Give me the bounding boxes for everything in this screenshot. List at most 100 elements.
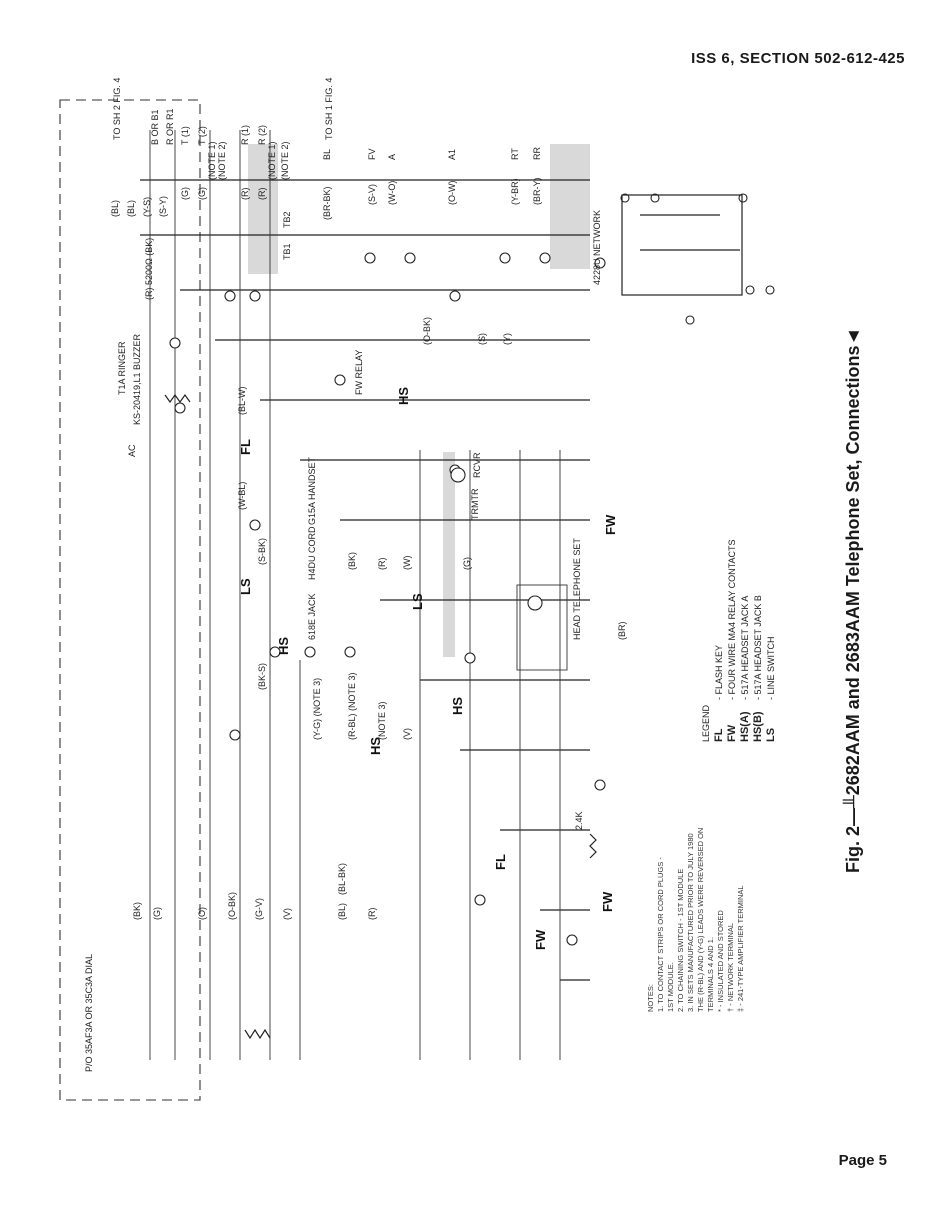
mid-wire-label: (Y-G) (NOTE 3) [312,678,322,740]
mid-wire-label: (W-BL) [237,482,247,510]
mid-wire-label: (BK) [347,552,357,570]
dial-wire-label: (BK) [132,902,142,920]
terminal-strip-tb1 [248,144,278,274]
network-label: 4228U NETWORK [592,210,602,285]
note-line: 3. IN SETS MANUFACTURED PRIOR TO JULY 19… [686,833,695,1012]
wire-label: (BL) [110,200,120,217]
wire-label: (Y-BR) [510,178,520,205]
handset-strip [443,452,455,657]
wire-label: (BL) [126,200,136,217]
dial-resistor [244,1028,271,1040]
svg-text:LS: LS [410,593,425,610]
ac-label: AC [127,444,137,457]
wire-label: (O-W) [447,181,457,206]
note-line: † - NETWORK TERMINAL [726,922,735,1012]
wire-label: (R) [257,188,267,201]
dial-wire-label: (R) [367,908,377,921]
wire-label: (W-O) [387,181,397,205]
note-line: TERMINALS 4 AND 1. [706,936,715,1012]
dial-wire-label: (G) [152,907,162,920]
wire-label: (BR-Y) [532,178,542,206]
network-box [621,194,743,296]
head-set-label: HEAD TELEPHONE SET [572,538,582,640]
end-code: T (2) [197,126,207,145]
svg-text:HS: HS [396,387,411,405]
mid-wire-label: (G) [462,557,472,570]
dial-wire-label: (V) [282,908,292,920]
svg-text:FW: FW [533,929,548,950]
fw-relay-label: FW RELAY [354,350,364,395]
wire-label: (Y-S) [142,197,152,217]
dial-wire-label: (O) [197,907,207,920]
svg-text:HS: HS [450,697,465,715]
tb2-label: TB2 [282,211,292,228]
end-code: R (2) [257,125,267,145]
note-ref: (NOTE 1) [267,141,277,180]
end-code: RR [532,147,542,160]
mid-wire-label: (V) [402,728,412,740]
page-header: ISS 6, SECTION 502-612-425 [691,50,905,67]
mid-wire-label: (W) [402,556,412,571]
end-code: A [387,154,397,160]
end-code: FV [367,148,377,160]
legend-item: HS(B)- 517A HEADSET JACK B [752,595,764,742]
legend-title: LEGEND [701,704,711,742]
page-number: Page 5 [838,1152,887,1169]
notes-block: NOTES: 1. TO CONTACT STRIPS OR CORD PLUG… [646,828,746,1012]
dial-box [59,99,201,1101]
end-code: R (1) [240,125,250,145]
end-code: B OR B1 [150,109,160,145]
wire-label: (G) [197,187,207,200]
note-line: THE (R-BL) AND (Y-G) LEADS WERE REVERSED… [696,827,705,1012]
figure-caption: Fig. 2—╨2682AAM and 2683AAM Telephone Se… [843,327,863,873]
end-code: A1 [447,149,457,160]
notes-title: NOTES: [646,984,655,1012]
ringer-label: T1A RINGER [117,341,127,395]
to-sh2-label: TO SH 2 FIG. 4 [112,78,122,140]
svg-text:FW: FW [600,891,615,912]
wire-label: (G) [180,187,190,200]
legend-item: LS- LINE SWITCH [765,636,777,742]
mid-wire-label: (NOTE 3) [377,701,387,740]
resistor-label: 2.4K [574,811,584,830]
svg-text:HS: HS [276,637,291,655]
mid-wire-label: (BK-S) [257,663,267,690]
mid-wire-label: (S) [477,333,487,345]
legend-block: LEGEND FL- FLASH KEY FW- FOUR WIRE MA4 R… [700,539,778,742]
svg-text:LS: LS [238,578,253,595]
end-code: R OR R1 [165,108,175,145]
note-line: 1. TO CONTACT STRIPS OR CORD PLUGS - [656,857,665,1012]
legend-item: FW- FOUR WIRE MA4 RELAY CONTACTS [726,539,738,742]
tb1-label: TB1 [282,243,292,260]
svg-text:HS: HS [368,737,383,755]
wire-label: (R) [240,188,250,201]
mid-wire-label: (BL-BK) [337,863,347,895]
rcvr-handset [450,467,466,483]
trmtr-label: TRMTR [470,488,480,520]
legend-item: HS(A)- 517A HEADSET JACK A [739,595,751,742]
wire-label: (BR-BK) [322,186,332,220]
to-sh1-label: TO SH 1 FIG. 4 [324,78,334,140]
legend-item: FL- FLASH KEY [713,644,725,742]
wire-label: (S-Y) [158,196,168,217]
rcvr-label: RCVR [472,452,482,478]
resistor-24k [589,833,597,859]
terminal-strip-tb2 [550,144,590,269]
svg-text:FL: FL [493,854,508,870]
mid-wire-label: (O-BK) [422,317,432,345]
buzzer-resistor [164,393,191,404]
mid-wire-label: (R-BL) (NOTE 3) [347,672,357,740]
wire-label: (S-V) [367,184,377,205]
head-set-box [516,584,568,671]
wire-group [140,179,590,981]
dial-wire-label: (O-BK) [227,892,237,920]
terminals [169,193,775,946]
svg-text:FL: FL [238,439,253,455]
note-ref: (NOTE 2) [280,141,290,180]
mid-wire-label: (Y) [502,333,512,345]
note-line: * - INSULATED AND STORED [716,910,725,1012]
dial-wire-label: (BL) [337,903,347,920]
buzzer-label: KS-20419,L1 BUZZER [132,333,142,425]
jack-label: 618E JACK [307,593,317,640]
